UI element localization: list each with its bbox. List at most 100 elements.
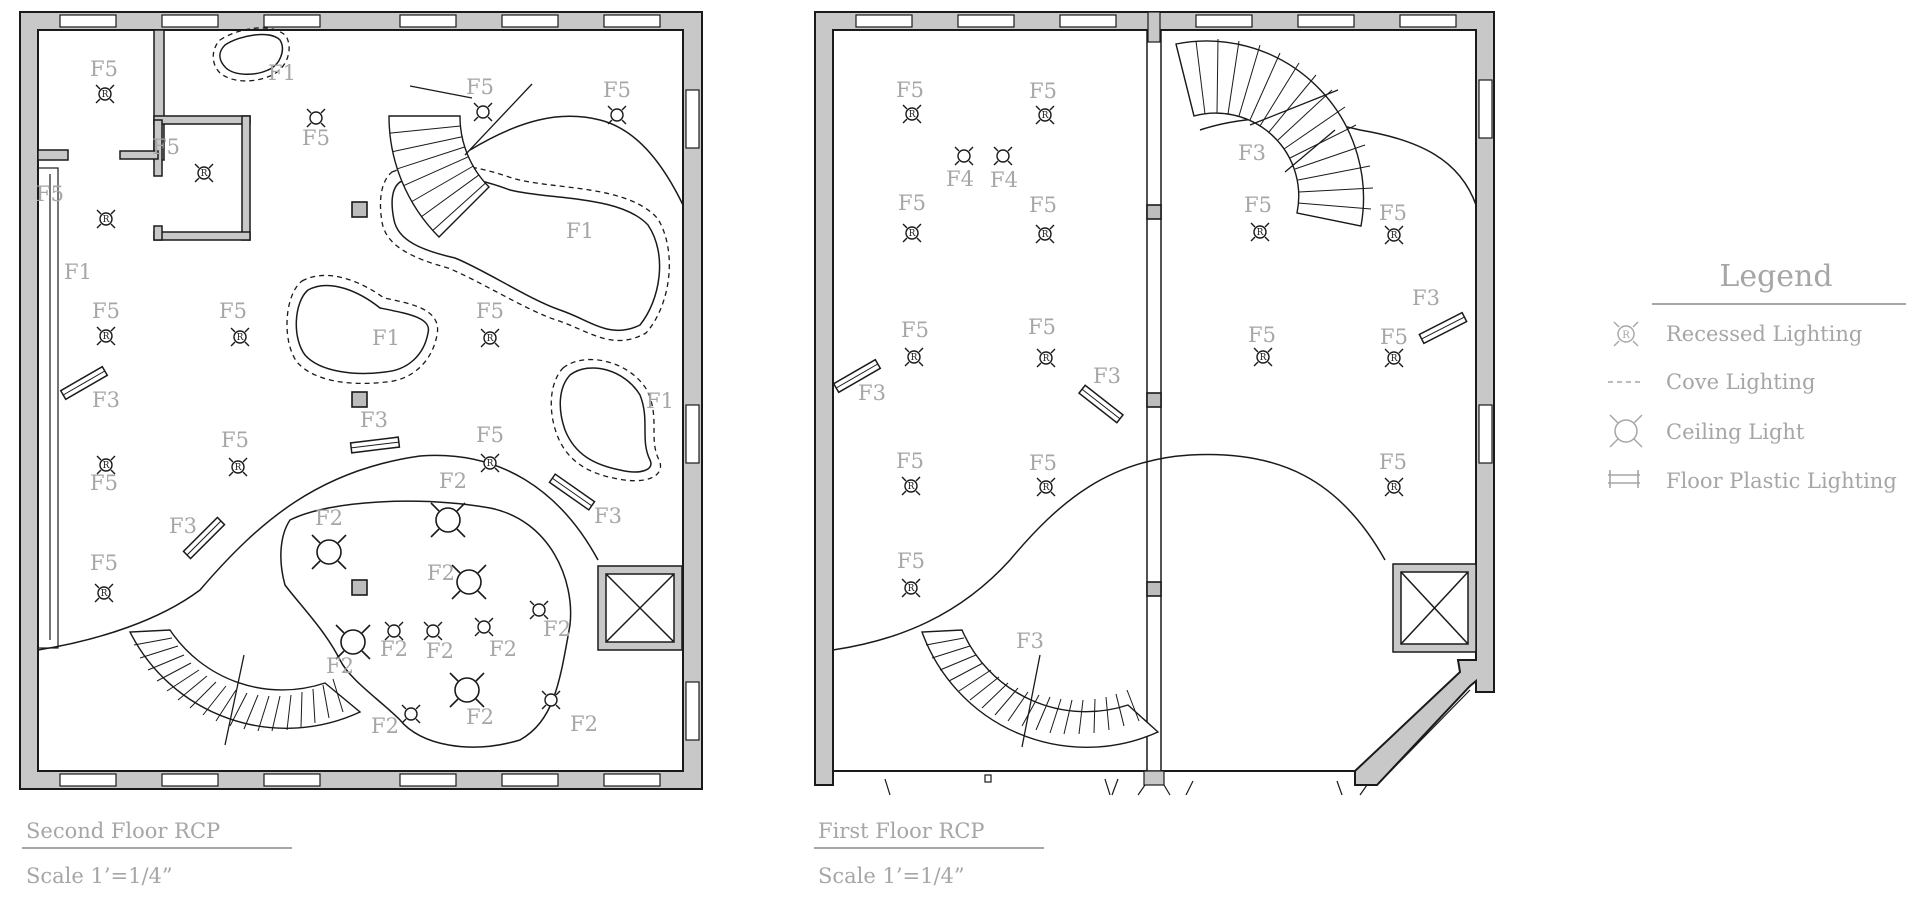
- svg-text:F3: F3: [169, 514, 197, 538]
- svg-text:F5: F5: [896, 78, 924, 102]
- stair-upper: [388, 83, 533, 238]
- svg-text:R: R: [909, 229, 916, 239]
- svg-text:F3: F3: [360, 408, 388, 432]
- legend: Legend R Recessed Lighting Cove Lighting…: [1608, 259, 1906, 493]
- svg-text:F2: F2: [371, 714, 399, 738]
- f1-cove-outline: [379, 163, 670, 342]
- svg-text:F2: F2: [380, 637, 408, 661]
- svg-text:F1: F1: [64, 260, 92, 284]
- svg-text:F1: F1: [372, 326, 400, 350]
- svg-text:F1: F1: [566, 219, 594, 243]
- svg-text:F5: F5: [466, 75, 494, 99]
- svg-text:F5: F5: [476, 423, 504, 447]
- floor-plastic-light-icon: [1608, 470, 1640, 488]
- svg-text:F2: F2: [489, 637, 517, 661]
- svg-text:R: R: [1043, 483, 1050, 493]
- svg-text:F3: F3: [594, 504, 622, 528]
- f1-cove-cloud: [295, 284, 430, 375]
- legend-label: Recessed Lighting: [1666, 322, 1862, 346]
- legend-title: Legend: [1719, 259, 1832, 294]
- elevator-shaft: [1392, 563, 1477, 653]
- svg-text:F1: F1: [268, 61, 296, 85]
- svg-text:F5: F5: [219, 299, 247, 323]
- north-ceiling-curve: [469, 115, 684, 206]
- svg-text:F2: F2: [439, 469, 467, 493]
- svg-text:F4: F4: [946, 167, 974, 191]
- legend-item: Ceiling Light: [1609, 414, 1805, 448]
- svg-text:F2: F2: [543, 617, 571, 641]
- svg-text:R: R: [908, 584, 915, 594]
- svg-text:R: R: [487, 334, 494, 344]
- svg-text:R: R: [909, 110, 916, 120]
- legend-item: Floor Plastic Lighting: [1608, 469, 1897, 493]
- svg-text:F5: F5: [36, 182, 64, 206]
- svg-text:F2: F2: [326, 654, 354, 678]
- svg-text:R: R: [1260, 353, 1267, 363]
- legend-item: Cove Lighting: [1608, 370, 1815, 394]
- svg-text:F2: F2: [426, 639, 454, 663]
- f1-cove-outline: [212, 27, 290, 82]
- plan-scale: Scale 1’=1/4”: [26, 864, 173, 888]
- svg-text:R: R: [911, 353, 918, 363]
- svg-text:R: R: [235, 463, 242, 473]
- svg-text:F2: F2: [315, 506, 343, 530]
- entrance-storefront: [884, 689, 1471, 796]
- plan-scale: Scale 1’=1/4”: [818, 864, 965, 888]
- legend-item: R Recessed Lighting: [1613, 321, 1862, 347]
- svg-text:F5: F5: [90, 471, 118, 495]
- window-series: [59, 14, 700, 787]
- svg-text:F5: F5: [152, 135, 180, 159]
- svg-text:F5: F5: [1248, 323, 1276, 347]
- svg-text:F5: F5: [1028, 315, 1056, 339]
- recessed-light-icon: [1613, 321, 1639, 347]
- svg-text:F3: F3: [858, 381, 886, 405]
- svg-text:F5: F5: [221, 428, 249, 452]
- stair-lower: [128, 629, 362, 746]
- second-floor-plan: R R R R R R R R R R F5 F1 F5 F5 F5 F5 F5…: [19, 11, 703, 790]
- svg-text:R: R: [103, 215, 110, 225]
- svg-text:F5: F5: [476, 299, 504, 323]
- south-ceiling-curve: [37, 454, 599, 651]
- svg-text:F3: F3: [1016, 629, 1044, 653]
- window-series: [855, 14, 1493, 464]
- columns: [351, 201, 368, 596]
- svg-text:F2: F2: [427, 561, 455, 585]
- second-floor-caption: Second Floor RCP Scale 1’=1/4”: [22, 819, 292, 888]
- interior-partitions: [37, 29, 251, 241]
- svg-text:R: R: [1042, 230, 1049, 240]
- svg-text:F5: F5: [1029, 451, 1057, 475]
- svg-text:F5: F5: [92, 299, 120, 323]
- svg-text:F5: F5: [1029, 79, 1057, 103]
- svg-text:R: R: [201, 169, 208, 179]
- svg-text:F5: F5: [896, 449, 924, 473]
- center-partition: [1143, 11, 1165, 786]
- svg-text:F3: F3: [1238, 141, 1266, 165]
- first-floor-caption: First Floor RCP Scale 1’=1/4”: [814, 819, 1044, 888]
- f1-cove-outline: [286, 274, 439, 385]
- svg-text:F5: F5: [90, 551, 118, 575]
- svg-text:R: R: [102, 90, 109, 100]
- stair-lower: [921, 629, 1160, 748]
- svg-text:F5: F5: [90, 57, 118, 81]
- svg-text:R: R: [1257, 228, 1264, 238]
- svg-text:F3: F3: [1093, 364, 1121, 388]
- f1-cove-cloud: [219, 33, 284, 75]
- svg-text:F5: F5: [302, 126, 330, 150]
- ceiling-light-icon: [1609, 414, 1643, 448]
- stair-upper: [1175, 38, 1374, 227]
- svg-text:F5: F5: [901, 318, 929, 342]
- f1-cove-cloud: [391, 174, 661, 332]
- recessed-letters: R R R R R R R R R R: [101, 90, 494, 599]
- svg-text:F3: F3: [1412, 286, 1440, 310]
- svg-text:F4: F4: [990, 168, 1018, 192]
- west-soffit: [37, 167, 59, 649]
- svg-text:R: R: [1042, 111, 1049, 121]
- svg-text:F2: F2: [466, 705, 494, 729]
- svg-text:F5: F5: [898, 191, 926, 215]
- svg-text:F5: F5: [1379, 201, 1407, 225]
- plan-title: Second Floor RCP: [26, 819, 220, 843]
- plan-title: First Floor RCP: [818, 819, 985, 843]
- svg-text:F1: F1: [646, 389, 674, 413]
- legend-label: Ceiling Light: [1666, 420, 1805, 444]
